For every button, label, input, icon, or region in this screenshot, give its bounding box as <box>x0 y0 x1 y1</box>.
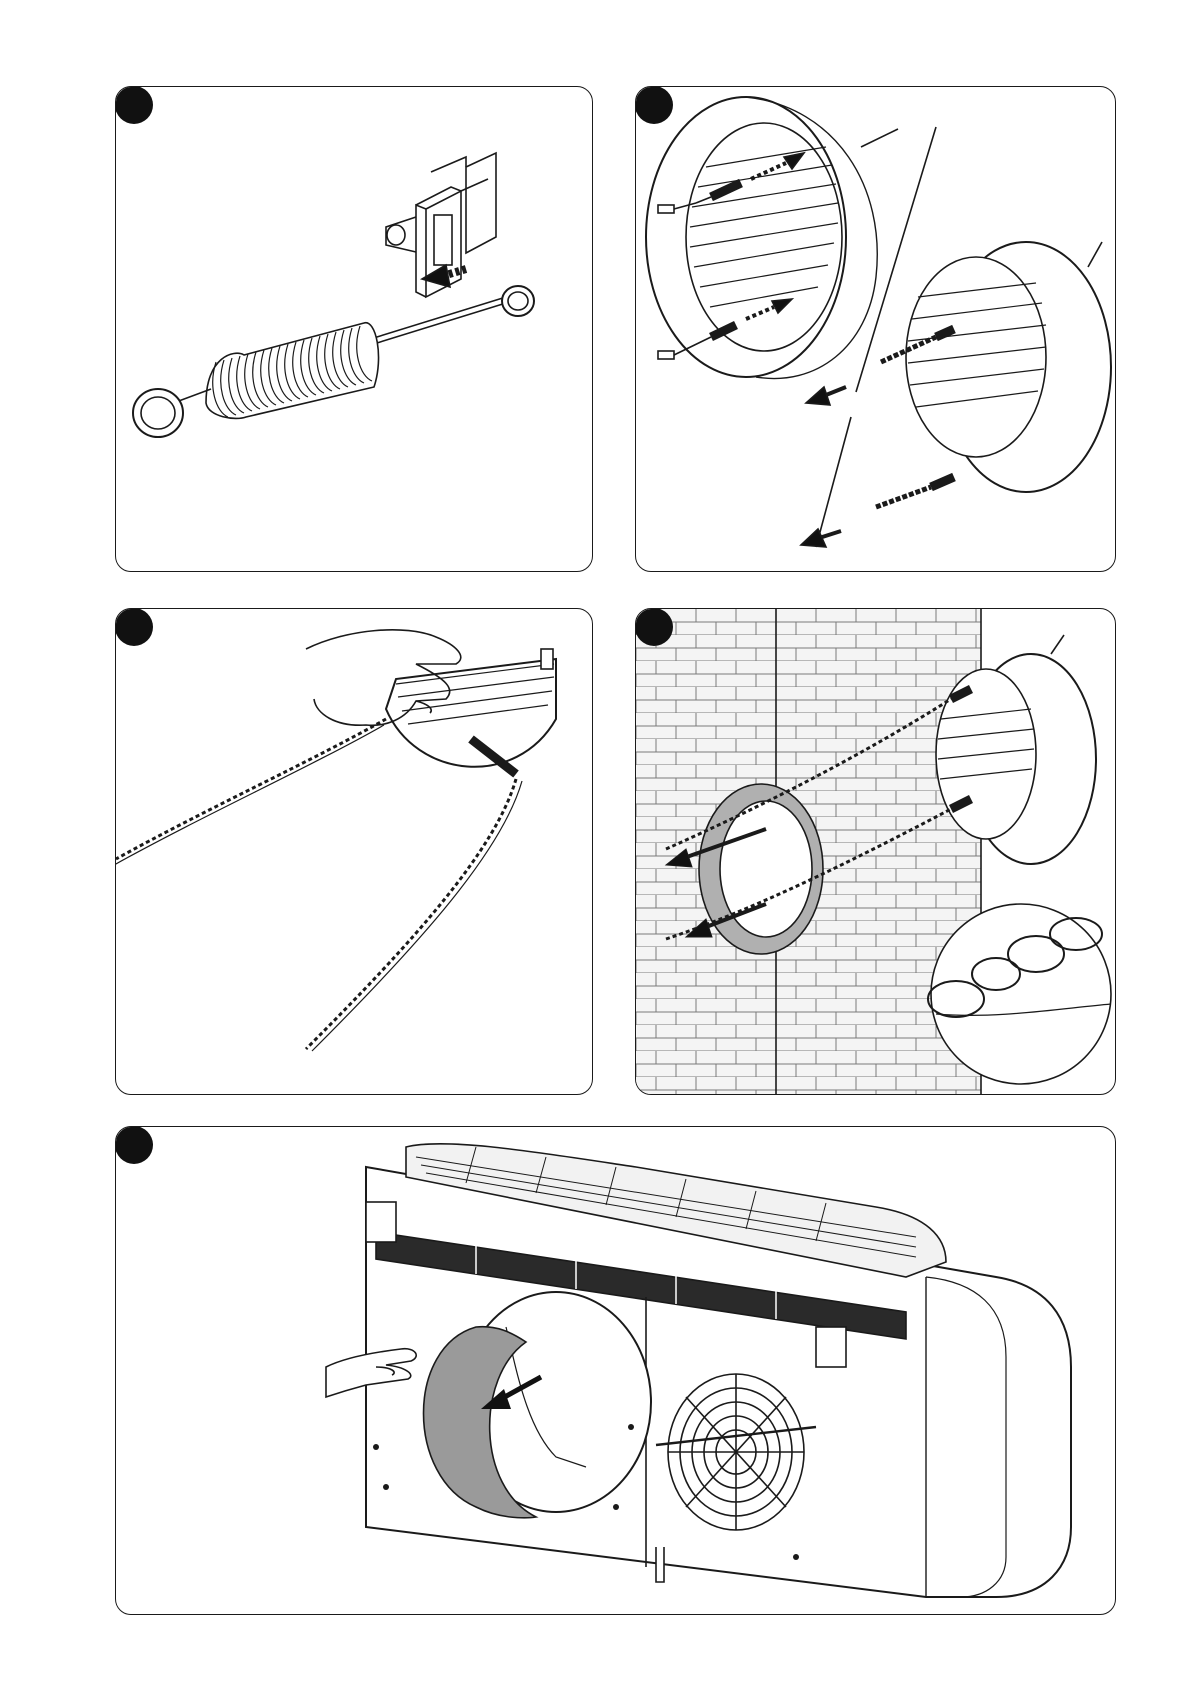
wall-ring-icon <box>699 784 823 954</box>
step-2-badge <box>635 86 673 124</box>
wall-grille-icon <box>646 97 877 379</box>
step-3-badge <box>115 608 153 646</box>
chain-icon <box>116 725 522 1051</box>
step-5-badge <box>115 1126 153 1164</box>
hand-grille-chain-illustration <box>116 609 593 1095</box>
air-conditioner-rear-illustration <box>116 1127 1116 1615</box>
step-4-panel <box>635 608 1116 1095</box>
wall-grille-icon <box>906 242 1111 492</box>
chain-icon <box>116 719 516 1049</box>
arrow-icon <box>801 387 846 547</box>
step-2-panel <box>635 86 1116 572</box>
step-1-badge <box>115 86 153 124</box>
step-4-badge <box>635 608 673 646</box>
spring-hook-illustration <box>116 87 593 572</box>
step-5-panel <box>115 1126 1116 1615</box>
step-1-panel <box>115 86 593 572</box>
grille-spring-illustration <box>636 87 1116 572</box>
step-3-panel <box>115 608 593 1095</box>
wall-installation-illustration <box>636 609 1116 1095</box>
